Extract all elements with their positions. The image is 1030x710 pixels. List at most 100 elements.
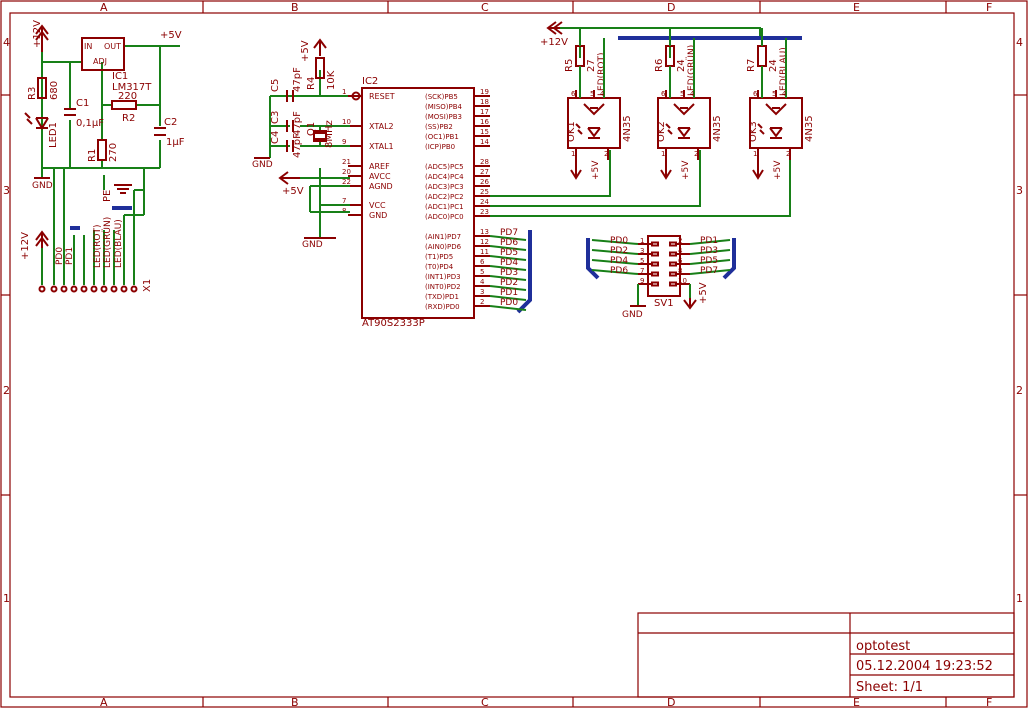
mcu-right-pins: (SCK)PB519(MISO)PB418(MOSI)PB317(SS)PB21…	[425, 88, 490, 311]
frame-column-label: F	[986, 1, 992, 14]
led1-symbol	[24, 112, 49, 130]
pe-symbol	[114, 184, 132, 194]
optocoupler-pin-number: 6	[661, 90, 666, 98]
header-sv1-net-label: PD6	[610, 266, 628, 276]
resistor-r1-value: 270	[108, 143, 119, 162]
mcu-pin-name: (OC1)PB1	[425, 133, 459, 141]
frame-column-label: C	[481, 1, 489, 14]
optocoupler-pin-number: 4	[782, 90, 787, 98]
label-plus12v-lower: +12V	[20, 232, 31, 260]
capacitor-c5-value: 47pF	[292, 67, 303, 92]
mcu-pin-name: (SCK)PB5	[425, 93, 458, 101]
mcu-pin-number: 9	[342, 138, 346, 146]
regulator-ref: IC1	[112, 71, 128, 82]
resistor-ref: R7	[746, 59, 757, 72]
resistor-r2-value: 220	[118, 91, 137, 102]
capacitor-c5	[286, 90, 294, 102]
optocoupler-ref: OK1	[566, 121, 577, 142]
optocoupler-pin-number: 2	[786, 150, 790, 158]
header-sv1-net-label: PD4	[610, 256, 628, 266]
mcu-pin-name: (ICP)PB0	[425, 143, 455, 151]
capacitor-c3	[286, 120, 294, 132]
optocoupler-pin-number: 1	[571, 150, 575, 158]
capacitor-c3-ref: C3	[270, 111, 281, 124]
connector-x1-signal-label: PD1	[65, 247, 75, 265]
frame-column-label: C	[481, 696, 489, 709]
header-sv1-net-label: PD5	[700, 256, 718, 266]
frame-row-label: 3	[1016, 184, 1023, 197]
mcu-pd-net-label: PD4	[500, 258, 518, 268]
mcu-pin-name: (T1)PD5	[425, 253, 453, 261]
header-sv1-ref: SV1	[654, 298, 674, 309]
capacitor-c2	[154, 127, 166, 136]
resistor-value: 24	[676, 59, 687, 72]
optocoupler-plus5v-label: +5V	[773, 160, 783, 180]
mcu-pd-wire	[489, 305, 527, 311]
mcu-pin-number: 24	[480, 198, 489, 206]
mcu-pd-wire	[489, 285, 527, 291]
mcu-pin-name: VCC	[369, 201, 386, 210]
frame-row-label: 2	[3, 384, 10, 397]
title-block-sheet: Sheet: 1/1	[856, 680, 923, 695]
mcu-pin-number: 2	[480, 298, 484, 306]
mcu-pin-number: 12	[480, 238, 489, 246]
label-gnd-power: GND	[32, 181, 53, 191]
optocoupler-pin-number: 6	[753, 90, 758, 98]
connector-x1-pin	[70, 285, 78, 293]
mcu-pin-name: XTAL1	[369, 142, 394, 151]
title-block-name: optotest	[856, 639, 910, 654]
mcu-pin-number: 1	[342, 88, 346, 96]
regulator-pin-in: IN	[84, 42, 92, 51]
connector-x1-pin	[80, 285, 88, 293]
frame-row-label: 1	[3, 592, 10, 605]
optocoupler-pin-number: 5	[772, 90, 776, 98]
mcu-pin-number: 13	[480, 228, 489, 236]
mcu-ref: IC2	[362, 76, 378, 87]
connector-x1-signal-label: LED(BLAU)	[114, 219, 124, 268]
mcu-pin-name: GND	[369, 211, 387, 220]
mcu-pin-name: (AIN1)PD7	[425, 233, 461, 241]
power-supply-section: +12V IN OUT ADJ IC1 LM317T +5V R3 680 LE…	[20, 20, 185, 293]
regulator-value: LM317T	[112, 82, 152, 93]
header-sv1-pin-number: 5	[640, 257, 644, 265]
mcu-pd-wire	[489, 255, 527, 261]
mcu-pin-number: 10	[342, 118, 351, 126]
header-sv1-body	[647, 235, 681, 297]
mcu-pin-number: 21	[342, 158, 351, 166]
optocoupler-pin-number: 4	[690, 90, 695, 98]
mcu-pd-net-label: PD1	[500, 288, 518, 298]
mcu-pin-number: 7	[342, 197, 346, 205]
mcu-pd-net-label: PD6	[500, 238, 518, 248]
mcu-pin-number: 22	[342, 178, 351, 186]
mcu-pin-name: (AIN0)PD6	[425, 243, 462, 251]
mcu-pin-name: (ADC3)PC3	[425, 183, 464, 191]
resistor-r4	[315, 57, 325, 79]
mcu-pd-net-label: PD7	[500, 228, 518, 238]
mcu-pin-name: AREF	[369, 162, 390, 171]
label-plus5v-sv1: +5V	[698, 282, 709, 304]
header-sv1-net-label: PD7	[700, 266, 718, 276]
title-block-date: 05.12.2004 19:23:52	[856, 659, 993, 674]
header-sv1-pin-number: 10	[678, 277, 687, 285]
label-gnd-mcu: GND	[302, 240, 323, 250]
mcu-pin-number: 14	[480, 138, 489, 146]
connector-x1-pin	[110, 285, 118, 293]
optocoupler-net-label: LED(GRÜN)	[686, 45, 697, 96]
optocoupler-pin-number: 1	[661, 150, 665, 158]
resistor-r2-ref: R2	[122, 113, 135, 124]
mcu-pin-number: 25	[480, 188, 489, 196]
mcu-pin-name: XTAL2	[369, 122, 394, 131]
mcu-pin-number: 11	[480, 248, 489, 256]
mcu-pin-number: 6	[480, 258, 485, 266]
frame-row-label: 4	[3, 36, 10, 49]
label-plus12v-opto: +12V	[540, 37, 568, 48]
connector-x1-ref: X1	[142, 279, 153, 292]
resistor-r3	[37, 77, 47, 99]
optocoupler-pin-number: 2	[604, 150, 608, 158]
mcu-reset-inverter	[351, 91, 361, 101]
mcu-pin-name: AGND	[369, 182, 393, 191]
capacitor-c3-value: 47pF	[292, 111, 303, 136]
